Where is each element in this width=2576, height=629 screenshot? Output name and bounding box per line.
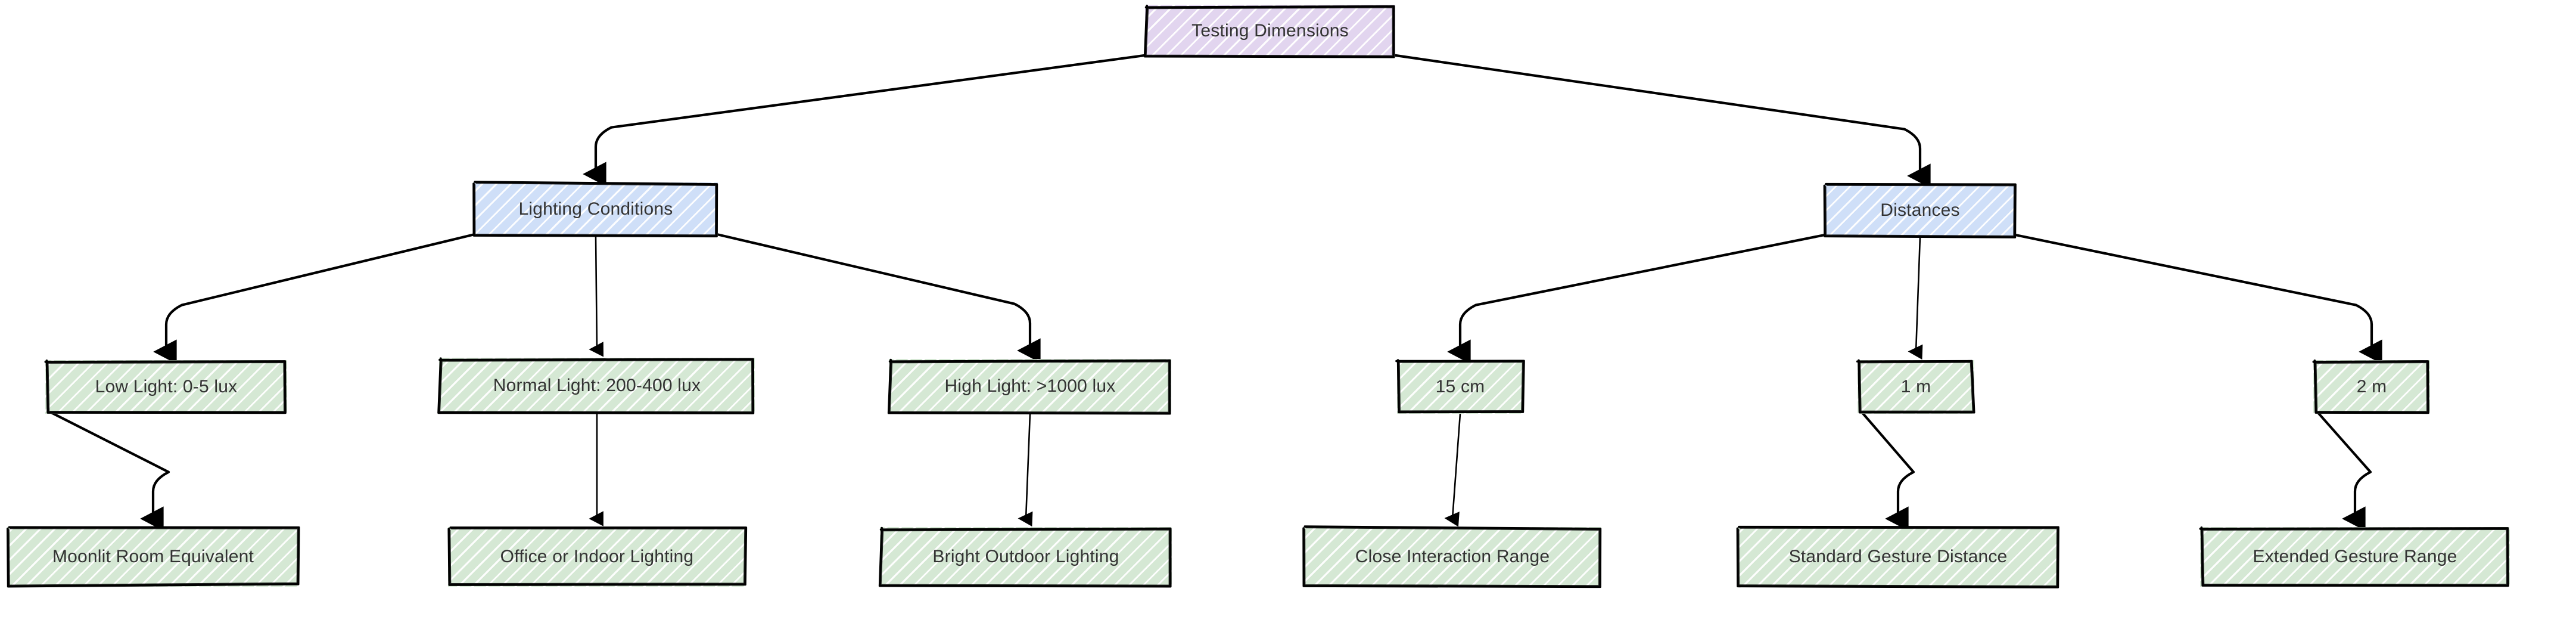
node-label-std_distance: Standard Gesture Distance xyxy=(1788,546,2008,566)
node-border xyxy=(2312,360,2429,414)
node-distances[interactable]: Distances xyxy=(1823,182,2017,238)
node-fill xyxy=(1397,360,1523,414)
node-lighting[interactable]: Lighting Conditions xyxy=(472,181,718,238)
node-fill xyxy=(1824,184,2016,237)
node-label-lighting: Lighting Conditions xyxy=(518,199,673,219)
node-root[interactable]: Testing Dimensions xyxy=(1143,4,1395,58)
node-fill xyxy=(45,360,287,414)
node-border xyxy=(1856,359,1975,414)
node-close_range[interactable]: Close Interaction Range xyxy=(1302,525,1602,588)
node-border xyxy=(1395,359,1525,414)
node-fill xyxy=(474,182,718,236)
node-label-dist_15cm: 15 cm xyxy=(1435,376,1485,396)
node-fill xyxy=(2200,527,2510,587)
node-label-moonlit: Moonlit Room Equivalent xyxy=(52,546,254,566)
node-label-office: Office or Indoor Lighting xyxy=(500,546,694,566)
node-label-normal_light: Normal Light: 200-400 lux xyxy=(493,375,701,395)
node-label-outdoor: Bright Outdoor Lighting xyxy=(932,546,1119,566)
node-fill xyxy=(2313,360,2430,414)
node-label-ext_range: Extended Gesture Range xyxy=(2253,546,2457,566)
node-fill xyxy=(1858,360,1974,414)
node-low_light[interactable]: Low Light: 0-5 lux xyxy=(44,360,287,414)
node-border xyxy=(44,360,287,414)
node-fill xyxy=(1303,527,1601,587)
node-border xyxy=(887,358,1171,415)
node-fill xyxy=(448,527,746,587)
node-dist_15cm[interactable]: 15 cm xyxy=(1395,359,1525,414)
node-border xyxy=(7,526,300,588)
node-std_distance[interactable]: Standard Gesture Distance xyxy=(1736,525,2059,588)
node-high_light[interactable]: High Light: >1000 lux xyxy=(887,358,1171,415)
node-fill xyxy=(1145,5,1395,57)
node-label-dist_2m: 2 m xyxy=(2356,376,2387,396)
node-border xyxy=(447,526,748,586)
node-label-root: Testing Dimensions xyxy=(1191,20,1349,41)
node-border xyxy=(878,526,1172,588)
node-outdoor[interactable]: Bright Outdoor Lighting xyxy=(878,526,1172,588)
node-label-high_light: High Light: >1000 lux xyxy=(944,376,1116,396)
node-dist_2m[interactable]: 2 m xyxy=(2312,360,2430,414)
node-fill xyxy=(439,358,755,414)
node-dist_1m[interactable]: 1 m xyxy=(1856,359,1975,414)
node-label-close_range: Close Interaction Range xyxy=(1355,546,1550,566)
node-moonlit[interactable]: Moonlit Room Equivalent xyxy=(7,526,300,588)
node-office[interactable]: Office or Indoor Lighting xyxy=(447,526,748,587)
node-label-distances: Distances xyxy=(1880,200,1960,220)
node-border xyxy=(437,357,755,414)
node-label-dist_1m: 1 m xyxy=(1900,376,1931,396)
node-label-low_light: Low Light: 0-5 lux xyxy=(95,376,238,396)
node-ext_range[interactable]: Extended Gesture Range xyxy=(2199,526,2510,587)
node-fill xyxy=(880,527,1172,587)
node-fill xyxy=(889,359,1171,414)
node-normal_light[interactable]: Normal Light: 200-400 lux xyxy=(437,357,755,414)
node-border xyxy=(1736,525,2059,588)
node-border xyxy=(2199,526,2509,587)
node-fill xyxy=(1737,527,2059,587)
node-fill xyxy=(7,527,299,587)
node-border xyxy=(1302,525,1602,588)
